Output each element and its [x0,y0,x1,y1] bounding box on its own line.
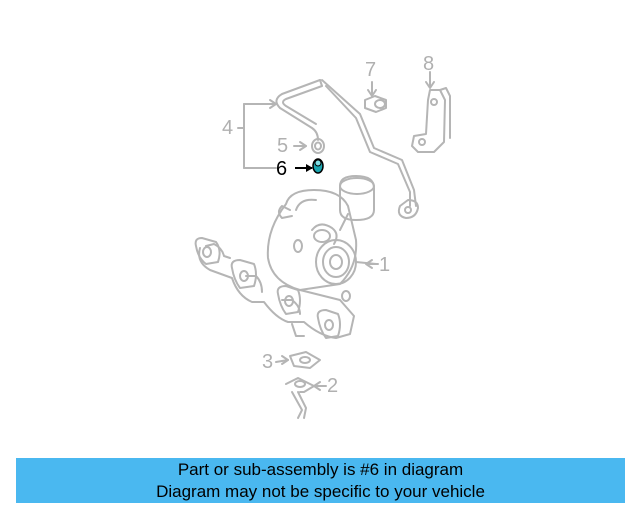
banner-line-part-number: Part or sub-assembly is #6 in diagram [177,460,464,479]
callout-3[interactable]: 3 [262,351,274,373]
part-1-turbocharger [194,175,377,339]
part-2-pipe [285,377,315,419]
callout-6[interactable]: 6 [276,158,288,180]
leader-lines [237,71,435,391]
info-banner: Part or sub-assembly is #6 in diagram Di… [16,458,625,503]
callout-7[interactable]: 7 [365,59,377,81]
part-8-bracket [411,87,451,153]
part-7-fitting [364,95,387,113]
part-4-oil-line [275,79,419,219]
callout-1[interactable]: 1 [379,254,391,276]
callout-2[interactable]: 2 [327,375,339,397]
callout-4[interactable]: 4 [222,117,234,139]
callout-8[interactable]: 8 [423,53,435,75]
callout-5[interactable]: 5 [277,135,289,157]
part-6-highlighted-fitting[interactable] [295,158,324,174]
turbocharger-parts-diagram [194,71,451,419]
part-5-gasket [311,138,325,154]
part-3-gasket [289,351,321,369]
banner-line-disclaimer: Diagram may not be specific to your vehi… [156,482,485,501]
